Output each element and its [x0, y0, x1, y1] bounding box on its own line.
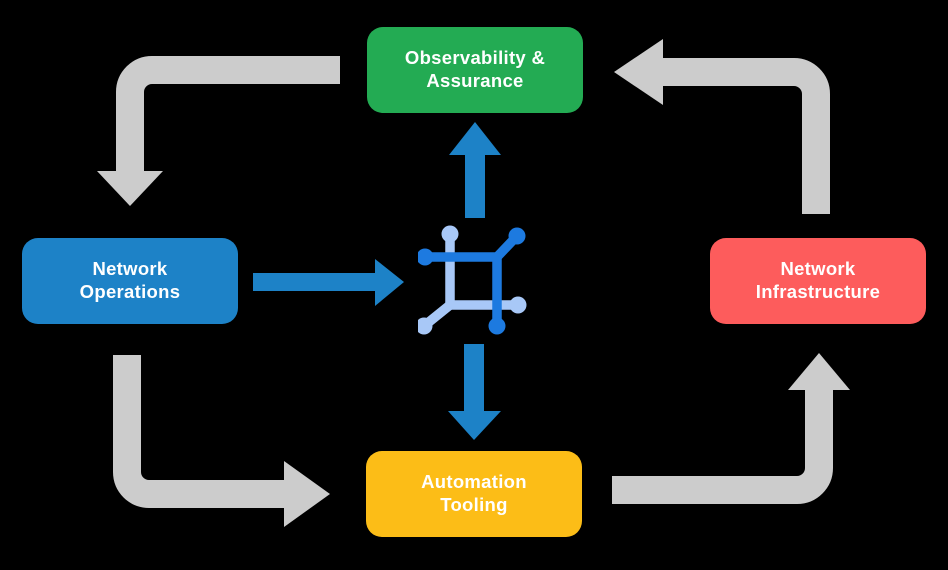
arrow-operations-to-automation [113, 355, 330, 527]
arrow-automation-to-infrastructure [612, 353, 850, 504]
node-observability-assurance-label: Observability & Assurance [404, 47, 546, 91]
fabric-icon-dark-links [418, 227, 526, 335]
arrow-observability-to-operations [97, 56, 340, 206]
node-observability-assurance: Observability & Assurance [367, 27, 583, 113]
node-automation-tooling: Automation Tooling [366, 451, 582, 537]
arrow-platform-to-automation [448, 344, 501, 440]
node-network-operations-label: Network Operations [79, 258, 181, 302]
node-automation-tooling-label: Automation Tooling [421, 471, 527, 515]
network-fabric-icon [418, 225, 527, 335]
node-network-infrastructure: Network Infrastructure [710, 238, 926, 324]
arrow-infrastructure-to-observability [614, 39, 830, 214]
arrow-operations-to-platform [253, 259, 404, 306]
fabric-icon-light-links [418, 225, 527, 335]
node-network-operations: Network Operations [22, 238, 238, 324]
node-network-infrastructure-label: Network Infrastructure [755, 258, 881, 302]
arrow-platform-to-observability [449, 122, 501, 218]
